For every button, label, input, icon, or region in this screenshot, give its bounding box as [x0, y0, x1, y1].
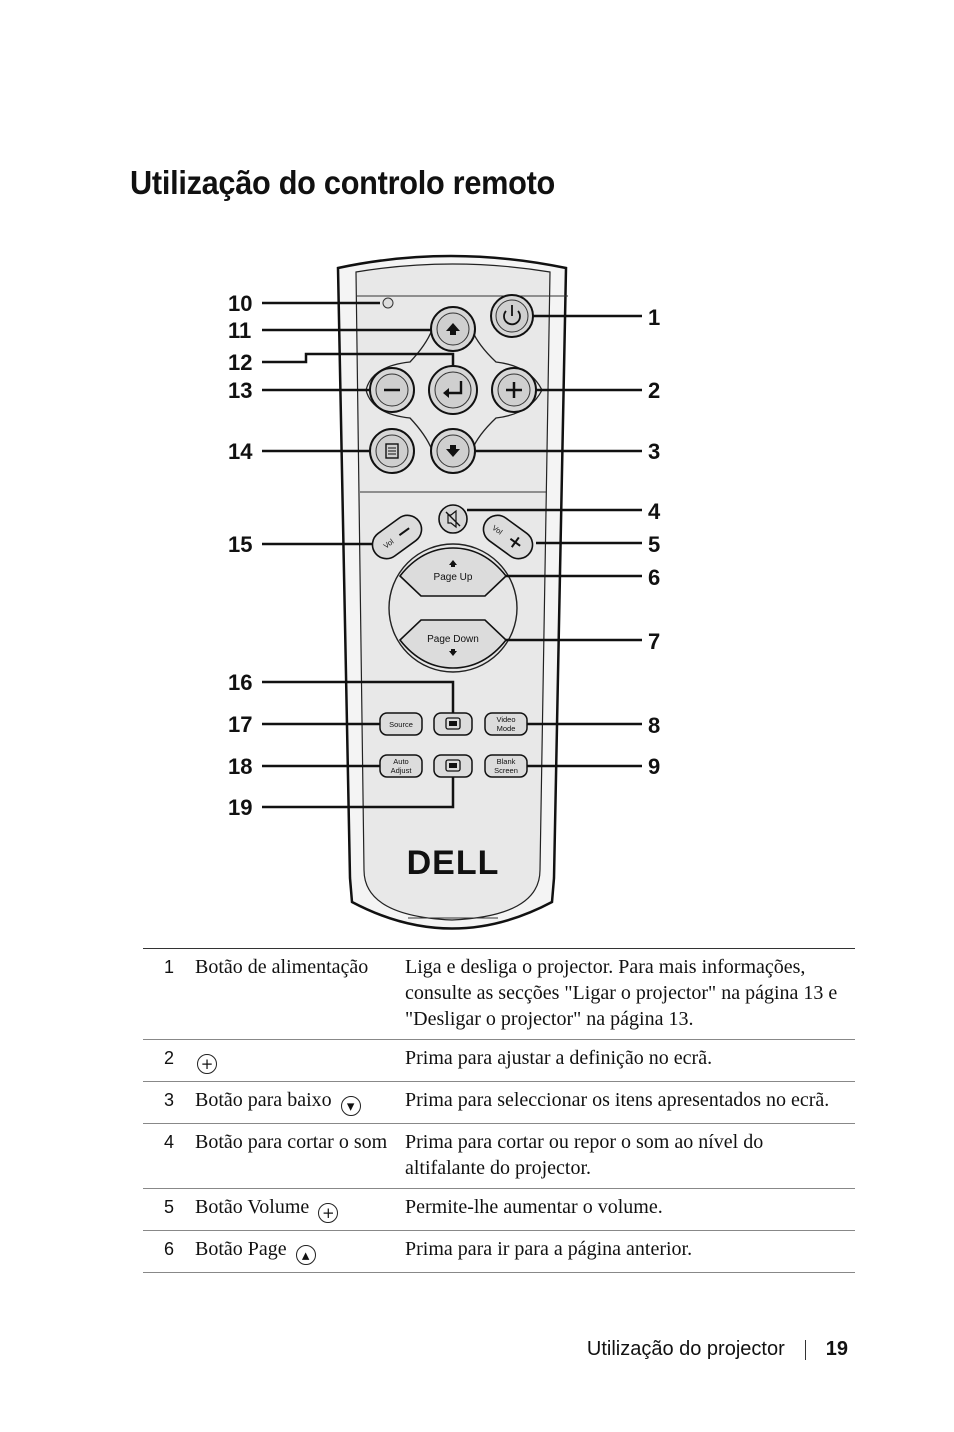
page-up-button[interactable]: Page Up: [398, 547, 508, 597]
blank-screen-label-line1: Blank: [497, 757, 516, 766]
button-description: Permite-lhe aumentar o volume.: [405, 1196, 663, 1218]
menu-button[interactable]: [369, 428, 415, 474]
page-down-button[interactable]: Page Down: [398, 619, 508, 669]
callout-12: 12: [228, 350, 252, 375]
screen-page-button[interactable]: [433, 754, 473, 778]
down-arrow-circle-icon: ▾: [340, 1096, 361, 1116]
dell-logo: DELL: [407, 844, 500, 882]
mute-button[interactable]: [438, 504, 468, 534]
callout-17: 17: [228, 712, 252, 737]
remote-control-diagram: Vol Vol Page Up Page Down Source Video M…: [228, 254, 661, 930]
button-name: Botão para cortar o som: [195, 1131, 388, 1153]
callout-16: 16: [228, 670, 252, 695]
button-description: Prima para ajustar a definição no ecrã.: [405, 1047, 713, 1069]
auto-adjust-button[interactable]: Auto Adjust: [379, 754, 423, 778]
callout-8: 8: [648, 713, 660, 738]
callout-18: 18: [228, 754, 252, 779]
screen-icon: [445, 717, 461, 730]
down-arrow-icon: [449, 649, 457, 656]
table-row: 3 Botão para baixo ▾ Prima para seleccio…: [143, 1082, 855, 1124]
button-name: Botão para baixo ▾: [195, 1082, 405, 1124]
footer-divider: [804, 1339, 806, 1360]
button-name: Botão Volume +: [195, 1189, 405, 1231]
plus-button[interactable]: [491, 367, 537, 413]
page-down-label: Page Down: [427, 634, 479, 645]
volume-down-button[interactable]: Vol: [367, 510, 427, 564]
row-number: 1: [163, 957, 174, 977]
button-description-table: 1 Botão de alimentação Liga e desliga o …: [143, 948, 855, 1273]
row-number: 2: [163, 1048, 174, 1068]
plus-circle-icon: +: [197, 1054, 217, 1074]
table-row: 1 Botão de alimentação Liga e desliga o …: [143, 948, 855, 1040]
callout-4: 4: [648, 499, 661, 524]
up-arrow-icon: [449, 560, 457, 567]
callout-2: 2: [648, 378, 660, 403]
callout-5: 5: [648, 532, 660, 557]
menu-icon: [385, 443, 399, 459]
button-description: Prima para cortar ou repor o som ao níve…: [405, 1131, 764, 1179]
minus-icon: [398, 527, 410, 537]
row-number: 5: [163, 1197, 174, 1217]
plus-circle-icon: +: [318, 1203, 339, 1223]
table-row: 4 Botão para cortar o som Prima para cor…: [143, 1124, 855, 1189]
table-row: 5 Botão Volume + Permite-lhe aumentar o …: [143, 1189, 855, 1231]
video-mode-label-line2: Mode: [497, 724, 516, 733]
video-page-button[interactable]: [433, 712, 473, 736]
button-name: Botão de alimentação: [195, 956, 369, 978]
up-arrow-icon: [446, 323, 460, 335]
callout-leaders-left: [262, 301, 455, 809]
enter-button[interactable]: [428, 365, 478, 415]
up-button[interactable]: [430, 306, 476, 352]
callout-13: 13: [228, 378, 252, 403]
callout-11: 11: [228, 318, 251, 343]
callout-9: 9: [648, 754, 660, 779]
screen-icon: [445, 759, 461, 772]
page-number: 19: [825, 1338, 848, 1360]
minus-button[interactable]: [369, 367, 415, 413]
enter-icon: [447, 381, 463, 395]
page-up-label: Page Up: [434, 572, 473, 583]
source-label: Source: [389, 720, 413, 729]
callout-15: 15: [228, 532, 252, 557]
down-arrow-icon: [446, 445, 460, 457]
mute-speaker-icon: [447, 509, 457, 529]
row-number: 6: [163, 1239, 174, 1259]
power-button[interactable]: [490, 294, 534, 338]
up-arrow-circle-icon: ▴: [295, 1245, 316, 1265]
video-mode-button[interactable]: Video Mode: [484, 712, 528, 736]
status-led: [382, 297, 394, 309]
source-button[interactable]: Source: [379, 712, 423, 736]
button-description: Prima para ir para a página anterior.: [405, 1238, 693, 1260]
button-name: +: [195, 1040, 405, 1082]
footer-section-title: Utilização do projector: [586, 1338, 785, 1360]
blank-screen-label-line2: Screen: [494, 766, 518, 775]
callout-3: 3: [648, 439, 660, 464]
blank-screen-button[interactable]: Blank Screen: [484, 754, 528, 778]
callout-14: 14: [228, 439, 253, 464]
down-button[interactable]: [430, 428, 476, 474]
button-description: Liga e desliga o projector. Para mais in…: [405, 956, 838, 1030]
page-footer: Utilização do projector 19: [587, 1338, 848, 1361]
button-name: Botão Page ▴: [195, 1231, 405, 1273]
button-description: Prima para seleccionar os itens apresent…: [405, 1089, 830, 1111]
volume-up-button[interactable]: Vol: [478, 510, 538, 564]
auto-adjust-label-line2: Adjust: [391, 766, 413, 775]
table-row: 2 + Prima para ajustar a definição no ec…: [143, 1040, 855, 1082]
callout-leaders-right: [467, 314, 642, 768]
callout-19: 19: [228, 795, 252, 820]
callout-1: 1: [648, 305, 660, 330]
callout-7: 7: [648, 629, 660, 654]
callout-10: 10: [228, 291, 252, 316]
auto-adjust-label-line1: Auto: [393, 757, 408, 766]
row-number: 3: [163, 1090, 174, 1110]
video-mode-label-line1: Video: [496, 715, 515, 724]
callout-6: 6: [648, 565, 660, 590]
row-number: 4: [163, 1132, 174, 1152]
page-title: Utilização do controlo remoto: [130, 164, 556, 201]
table-row: 6 Botão Page ▴ Prima para ir para a pági…: [143, 1231, 855, 1273]
